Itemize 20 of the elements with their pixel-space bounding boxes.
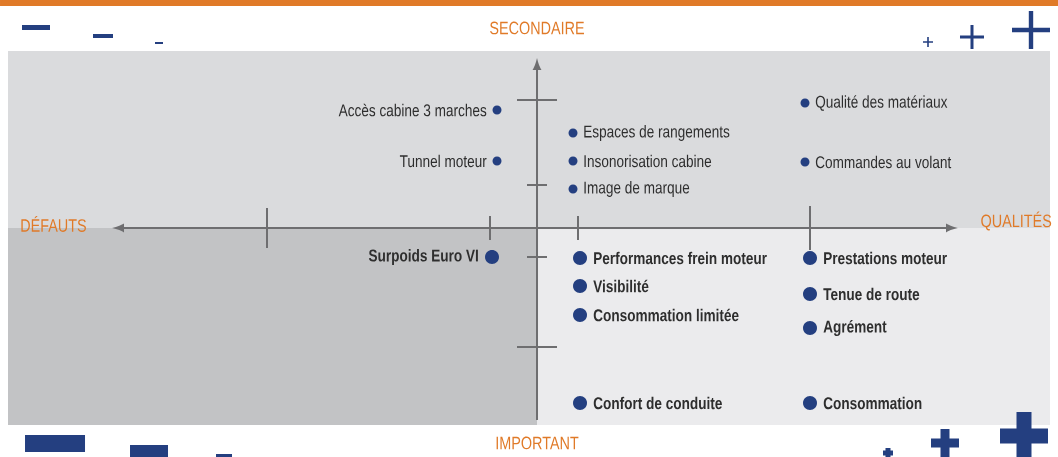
- bulleted-label: Commandes au volant: [800, 155, 952, 169]
- bulleted-label: Visibilité: [573, 279, 649, 293]
- bulleted-label: Confort de conduite: [573, 396, 722, 410]
- bulleted-label: Tunnel moteur: [399, 154, 502, 168]
- bulleted-label: Prestations moteur: [803, 251, 947, 265]
- axis-label: DÉFAUTS: [21, 216, 86, 232]
- bulleted-label: Qualité des matériaux: [800, 95, 948, 111]
- axis-label: IMPORTANT: [496, 436, 579, 450]
- bulleted-label: Agrément: [803, 319, 887, 337]
- bulleted-label: Accès cabine 3 marches: [338, 103, 502, 117]
- bulleted-label: Consommation limitée: [573, 308, 739, 322]
- bulleted-label: Insonorisation cabine: [568, 154, 712, 168]
- bulleted-label: Consommation: [803, 396, 922, 410]
- bulleted-label: Performances frein moteur: [573, 251, 767, 265]
- axis-label: SECONDAIRE: [490, 21, 584, 35]
- bulleted-label: Surpoids Euro VI: [368, 249, 499, 265]
- bulleted-label: Espaces de rangements: [568, 125, 730, 141]
- bulleted-label: Image de marque: [568, 181, 690, 197]
- bulleted-label: Tenue de route: [803, 287, 920, 301]
- axis-label: QUALITÉS: [981, 211, 1052, 231]
